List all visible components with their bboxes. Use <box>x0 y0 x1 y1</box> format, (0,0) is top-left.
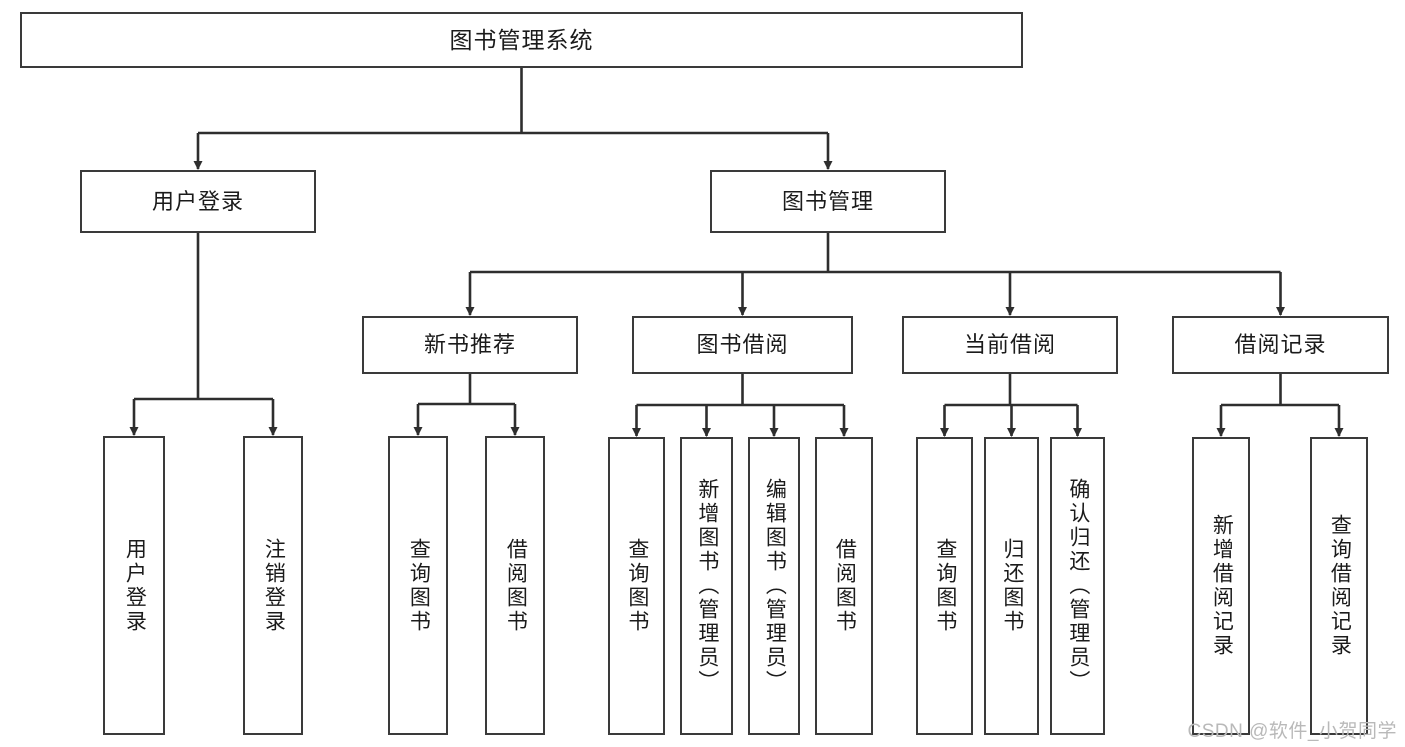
node-newbooks[interactable]: 新书推荐 <box>362 316 578 374</box>
node-label-records: 借阅记录 <box>1234 332 1327 358</box>
node-leaf-cur-1[interactable]: 查询图书 <box>916 437 973 735</box>
node-leaf-login-2[interactable]: 注销登录 <box>243 436 303 735</box>
node-leaf-login-1[interactable]: 用户登录 <box>103 436 165 735</box>
node-label-leaf-login-1: 用户登录 <box>123 537 147 634</box>
node-label-leaf-borrow-2: 新增图书（管理员） <box>695 478 719 694</box>
watermark-label: CSDN @软件_小贺同学 <box>1187 721 1397 742</box>
node-label-bookmgmt: 图书管理 <box>781 188 874 214</box>
node-label-leaf-cur-1: 查询图书 <box>933 538 957 634</box>
node-label-leaf-rec-2: 查询借阅记录 <box>1328 514 1352 658</box>
node-borrow[interactable]: 图书借阅 <box>632 316 853 374</box>
node-leaf-rec-2[interactable]: 查询借阅记录 <box>1310 437 1368 735</box>
node-label-leaf-new-2: 借阅图书 <box>504 537 528 634</box>
node-label-leaf-new-1: 查询图书 <box>407 537 431 634</box>
node-current[interactable]: 当前借阅 <box>902 316 1118 374</box>
node-login[interactable]: 用户登录 <box>80 170 316 233</box>
node-label-newbooks: 新书推荐 <box>423 332 516 358</box>
node-leaf-borrow-1[interactable]: 查询图书 <box>608 437 665 735</box>
node-label-login: 用户登录 <box>151 188 244 214</box>
node-leaf-new-1[interactable]: 查询图书 <box>388 436 448 735</box>
node-bookmgmt[interactable]: 图书管理 <box>710 170 946 233</box>
node-label-leaf-cur-3: 确认归还（管理员） <box>1066 478 1090 694</box>
node-records[interactable]: 借阅记录 <box>1172 316 1389 374</box>
node-label-borrow: 图书借阅 <box>696 332 789 358</box>
node-label-leaf-borrow-4: 借阅图书 <box>833 538 857 634</box>
edge-paths <box>129 68 1344 437</box>
node-root[interactable]: 图书管理系统 <box>20 12 1023 68</box>
node-leaf-cur-2[interactable]: 归还图书 <box>984 437 1039 735</box>
node-label-leaf-borrow-3: 编辑图书（管理员） <box>763 478 787 694</box>
node-label-leaf-login-2: 注销登录 <box>262 537 286 634</box>
node-leaf-rec-1[interactable]: 新增借阅记录 <box>1192 437 1250 735</box>
node-label-root: 图书管理系统 <box>449 26 594 53</box>
node-label-current: 当前借阅 <box>963 332 1056 358</box>
node-leaf-new-2[interactable]: 借阅图书 <box>485 436 545 735</box>
node-leaf-borrow-2[interactable]: 新增图书（管理员） <box>680 437 733 735</box>
node-leaf-borrow-4[interactable]: 借阅图书 <box>815 437 873 735</box>
node-leaf-borrow-3[interactable]: 编辑图书（管理员） <box>748 437 800 735</box>
node-label-leaf-cur-2: 归还图书 <box>1000 538 1024 634</box>
node-label-leaf-borrow-1: 查询图书 <box>625 538 649 634</box>
node-label-leaf-rec-1: 新增借阅记录 <box>1210 514 1234 658</box>
node-leaf-cur-3[interactable]: 确认归还（管理员） <box>1050 437 1105 735</box>
